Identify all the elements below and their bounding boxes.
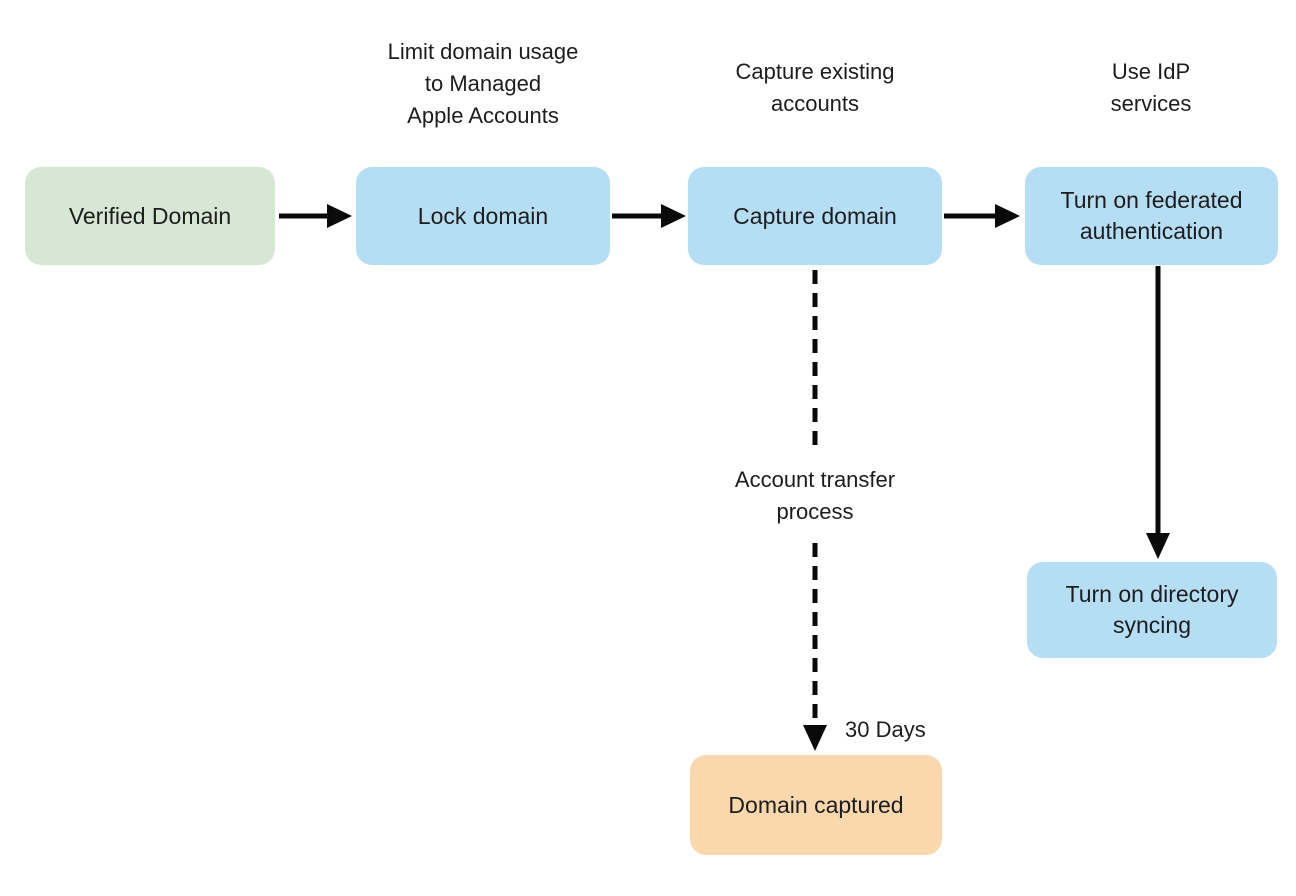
- note-account-transfer-process: Account transfer process: [734, 467, 896, 524]
- arrow-verified-to-lock: [279, 204, 352, 228]
- node-label: Turn on federated authentication: [1060, 187, 1243, 244]
- node-label: Turn on directory syncing: [1065, 581, 1239, 638]
- node-verified-domain: Verified Domain: [25, 167, 275, 265]
- node-domain-captured: Domain captured: [690, 755, 942, 855]
- note-use-idp-services: Use IdP services: [1110, 59, 1192, 116]
- node-label: Domain captured: [728, 791, 904, 818]
- dashed-arrow-capture-to-captured: [803, 270, 827, 751]
- node-label: Verified Domain: [68, 202, 232, 229]
- node-capture-domain: Capture domain: [688, 167, 942, 265]
- note-limit-domain-usage: Limit domain usage to Managed Apple Acco…: [387, 39, 579, 128]
- node-lock-domain: Lock domain: [356, 167, 610, 265]
- node-label: Capture domain: [733, 202, 897, 229]
- node-turn-on-federated-authentication: Turn on federated authentication: [1025, 167, 1278, 265]
- note-30-days: 30 Days: [845, 717, 926, 742]
- note-capture-existing-accounts: Capture existing accounts: [735, 59, 895, 116]
- node-turn-on-directory-syncing: Turn on directory syncing: [1027, 562, 1277, 658]
- arrow-capture-to-federated: [944, 204, 1020, 228]
- arrow-federated-to-directory: [1146, 266, 1170, 559]
- arrow-lock-to-capture: [612, 204, 686, 228]
- node-label: Lock domain: [417, 202, 549, 229]
